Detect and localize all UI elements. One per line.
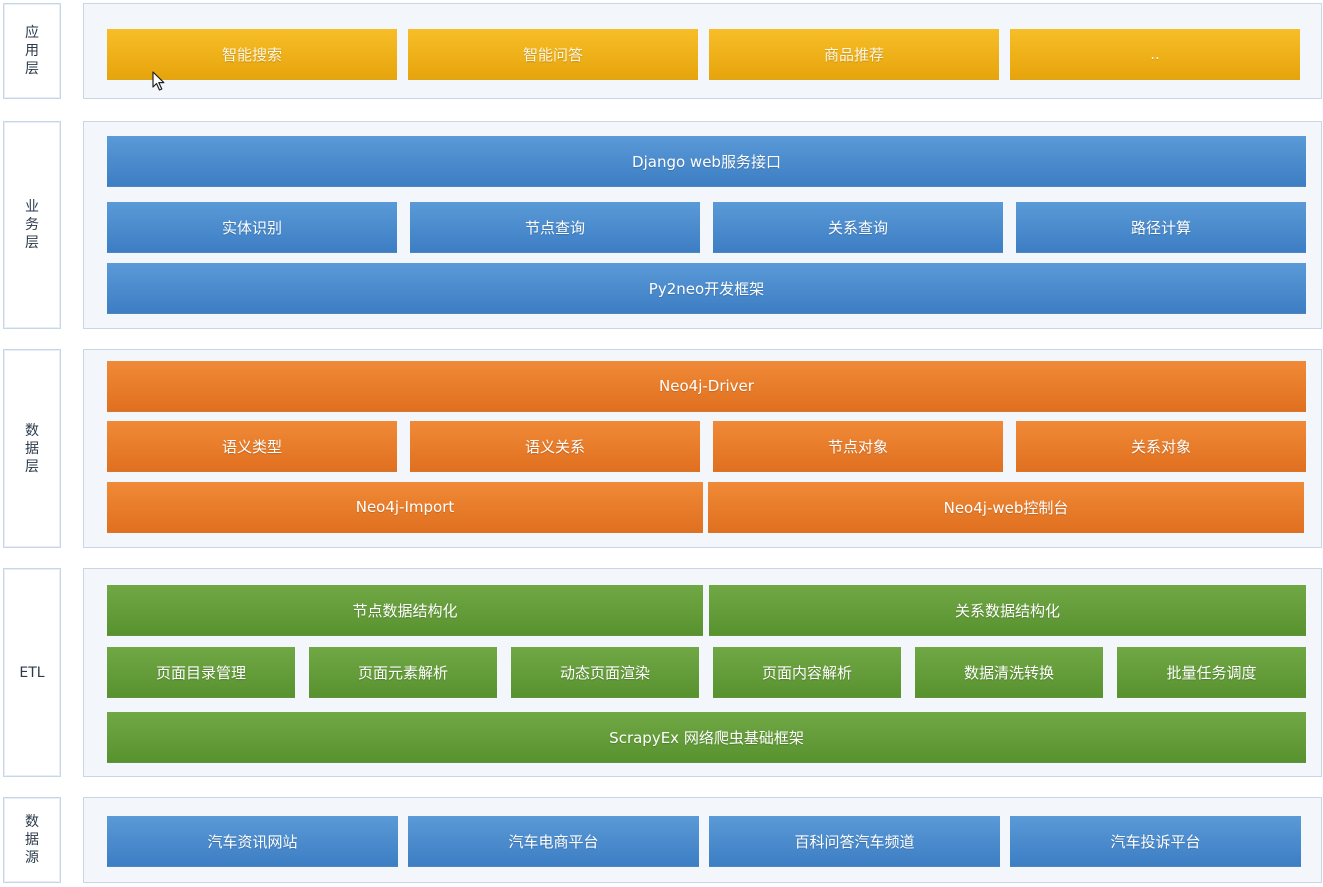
etl-node-structuring: 节点数据结构化 [107,585,703,636]
business-py2neo-framework: Py2neo开发框架 [107,263,1306,314]
layer-panel-source: 汽车资讯网站 汽车电商平台 百科问答汽车频道 汽车投诉平台 [83,797,1322,883]
etl-page-content-parse: 页面内容解析 [713,647,901,698]
layer-label-application: 应 用 层 [3,3,61,99]
etl-page-element-parse: 页面元素解析 [309,647,497,698]
etl-dynamic-render: 动态页面渲染 [511,647,699,698]
data-semantic-relation: 语义关系 [410,421,700,472]
data-semantic-type: 语义类型 [107,421,397,472]
layer-panel-application: 智能搜索 智能问答 商品推荐 .. [83,3,1322,99]
business-node-query: 节点查询 [410,202,700,253]
cursor-icon [152,71,165,91]
app-item-smart-search: 智能搜索 [107,29,397,80]
business-entity-recognition: 实体识别 [107,202,397,253]
business-relation-query: 关系查询 [713,202,1003,253]
etl-relation-structuring: 关系数据结构化 [709,585,1306,636]
layer-label-etl: ETL [3,568,61,777]
etl-batch-scheduling: 批量任务调度 [1117,647,1306,698]
source-baike-qa-auto: 百科问答汽车频道 [709,816,1000,867]
layer-panel-etl: 节点数据结构化 关系数据结构化 页面目录管理 页面元素解析 动态页面渲染 页面内… [83,568,1322,777]
data-relation-object: 关系对象 [1016,421,1306,472]
app-item-smart-qa: 智能问答 [408,29,698,80]
layer-label-data: 数 据 层 [3,349,61,548]
business-django-interface: Django web服务接口 [107,136,1306,187]
layer-label-source: 数 据 源 [3,797,61,883]
layer-panel-data: Neo4j-Driver 语义类型 语义关系 节点对象 关系对象 Neo4j-I… [83,349,1322,548]
source-auto-complaint: 汽车投诉平台 [1010,816,1301,867]
app-item-more: .. [1010,29,1300,80]
data-neo4j-import: Neo4j-Import [107,482,703,533]
etl-page-directory: 页面目录管理 [107,647,295,698]
business-path-compute: 路径计算 [1016,202,1306,253]
data-neo4j-driver: Neo4j-Driver [107,361,1306,412]
source-auto-news-site: 汽车资讯网站 [107,816,398,867]
etl-data-cleaning: 数据清洗转换 [915,647,1103,698]
layer-label-business: 业 务 层 [3,121,61,329]
app-item-product-recommend: 商品推荐 [709,29,999,80]
layer-panel-business: Django web服务接口 实体识别 节点查询 关系查询 路径计算 Py2ne… [83,121,1322,329]
etl-scrapyex-framework: ScrapyEx 网络爬虫基础框架 [107,712,1306,763]
source-auto-ecommerce: 汽车电商平台 [408,816,699,867]
data-neo4j-web-console: Neo4j-web控制台 [708,482,1304,533]
data-node-object: 节点对象 [713,421,1003,472]
